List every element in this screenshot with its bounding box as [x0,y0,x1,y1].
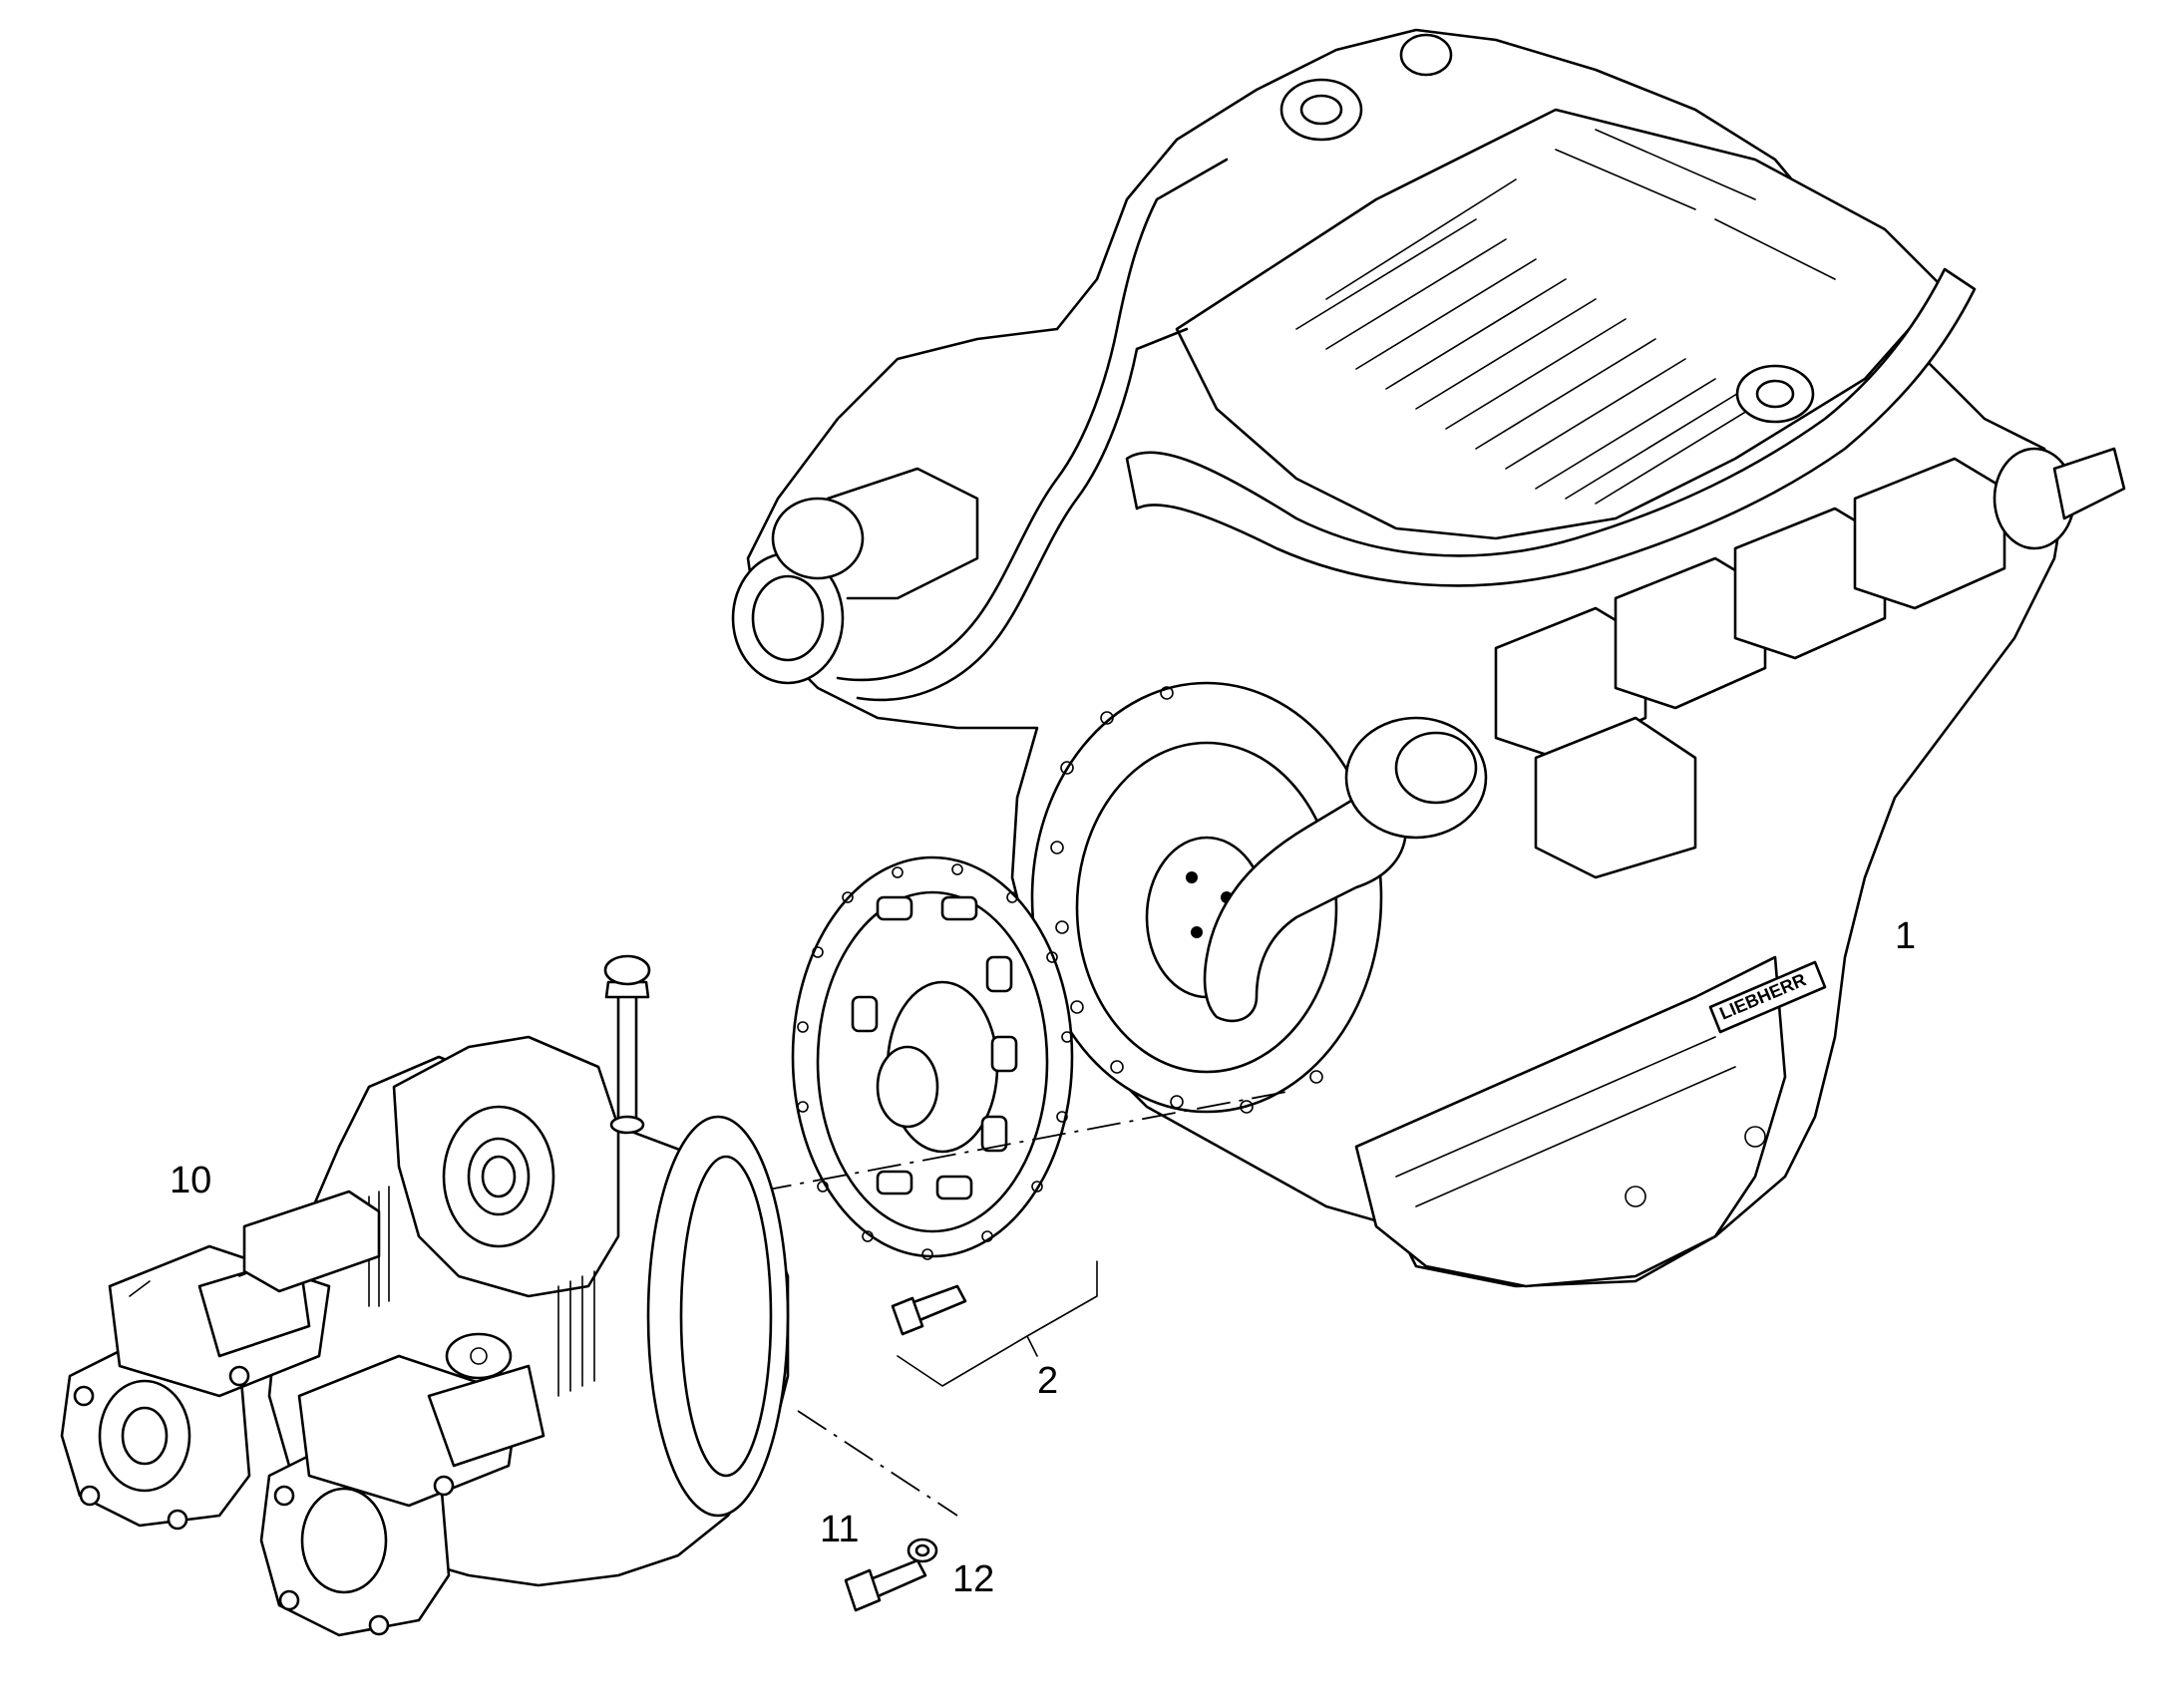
brand-plate [1708,960,1827,1034]
gearbox-rear-flange [646,1115,790,1518]
intake-manifold [1125,267,1977,587]
coupling-bolt [891,1284,967,1336]
callout-bracket-2 [897,1260,1098,1387]
oil-dipstick [603,954,651,1135]
breather-caps [1279,33,1815,424]
cylinder-heads [1494,457,2006,879]
oil-sump [1354,955,1787,1288]
washer-item-12 [907,1537,938,1563]
coolant-pipes [836,158,1229,702]
turbo-housing-center [1344,716,1488,840]
callout-10: 10 [170,1160,212,1201]
valve-cover-slots [1295,129,1836,505]
auxiliary-pump-top [242,1190,381,1293]
hydraulic-pump-right [259,1332,545,1637]
starter-motor [1993,447,2126,550]
valve-cover [1175,108,1947,540]
bolt-item-11 [844,1558,927,1612]
coupling-bolt-holes [797,863,1073,1260]
flywheel-housing [1030,681,1383,1114]
flexible-coupling-disc [791,855,1074,1260]
alignment-axis-lower [797,1410,958,1517]
turbo-elbow-pipe [1203,793,1408,1023]
coupling-springs [851,895,1018,1200]
callout-12: 12 [952,1558,995,1600]
callout-1: 1 [1895,915,1917,957]
callout-2: 2 [1037,1360,1059,1402]
callout-11: 11 [820,1509,860,1550]
alignment-axis-upper [757,1091,1287,1193]
engine-assembly: LIEBHERR [731,28,2126,1288]
turbocharger-left [731,467,979,685]
